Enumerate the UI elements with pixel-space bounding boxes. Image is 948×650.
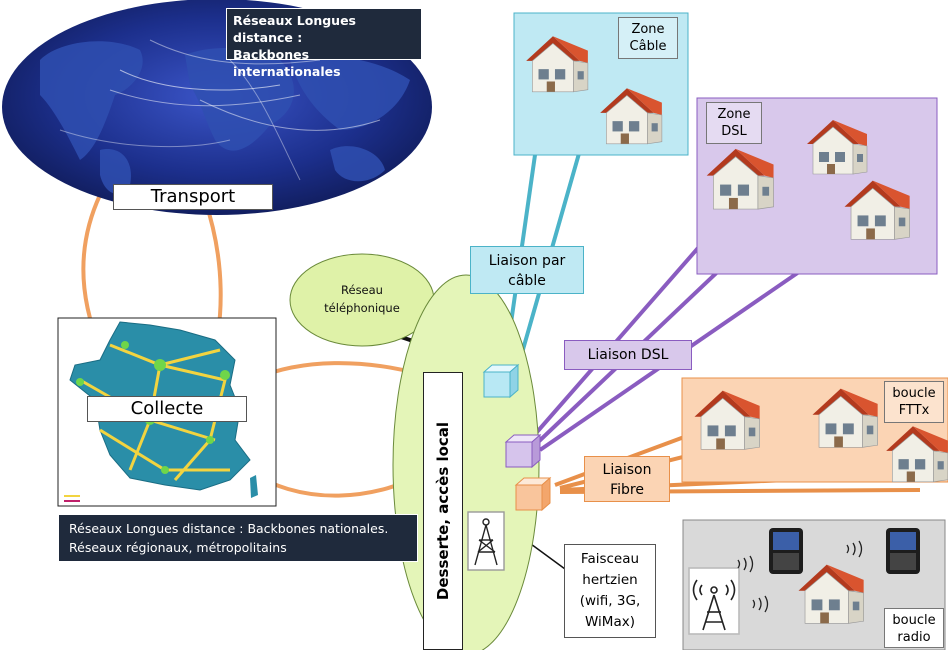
zone-cable-line2: Câble <box>629 39 667 54</box>
transport-label: Transport <box>113 184 273 210</box>
zone-cable-line1: Zone <box>631 22 665 37</box>
transport-banner-line1: Réseaux Longues distance : <box>233 13 356 45</box>
zone-dsl-title: Zone DSL <box>706 102 762 144</box>
collecte-caption-line1: Réseaux Longues distance : Backbones nat… <box>69 521 389 536</box>
zone-radio-line2: radio <box>897 630 931 645</box>
zone-radio-line1: boucle <box>892 613 936 628</box>
phone-network-line1: Réseau <box>341 283 383 297</box>
collecte-caption: Réseaux Longues distance : Backbones nat… <box>58 514 418 562</box>
antenna-icon <box>467 511 505 571</box>
zone-dsl-line2: DSL <box>721 124 747 139</box>
link-cable-label: Liaison par câble <box>470 246 584 294</box>
cube-icon-cable <box>482 363 520 399</box>
transport-banner-line2: Backbones internationales <box>233 47 341 79</box>
antenna-icon-radio <box>688 567 740 635</box>
phone-network-label: Réseau téléphonique <box>310 281 414 317</box>
link-hertzien-label: Faisceau hertzien (wifi, 3G, WiMax) <box>564 544 656 638</box>
link-cable-line1: Liaison par <box>488 253 566 269</box>
cube-icon-fibre <box>514 476 552 512</box>
signal-waves-icon <box>737 540 863 613</box>
smartphone-icon-1 <box>769 528 803 574</box>
collecte-caption-line2: Réseaux régionaux, métropolitains <box>69 540 287 555</box>
smartphone-icon-2 <box>886 528 920 574</box>
link-hertzien-line3: (wifi, 3G, <box>579 593 641 609</box>
link-fibre-line2: Fibre <box>610 482 644 498</box>
link-fibre-label: Liaison Fibre <box>584 456 670 502</box>
link-fibre-line1: Liaison <box>602 462 652 478</box>
zone-fttx-line1: boucle <box>892 386 936 401</box>
desserte-label: Desserte, accès local <box>434 421 452 601</box>
zone-fttx-line2: FTTx <box>898 403 930 418</box>
zone-dsl-line1: Zone <box>717 107 751 122</box>
link-hertzien-line4: WiMax) <box>585 614 635 630</box>
zone-cable-title: Zone Câble <box>618 17 678 59</box>
zone-radio-title: boucle radio <box>884 608 944 648</box>
transport-banner: Réseaux Longues distance : Backbones int… <box>226 8 422 79</box>
link-hertzien-line1: Faisceau <box>580 551 640 567</box>
desserte-label-box: Desserte, accès local <box>423 372 463 650</box>
zone-fttx-title: boucle FTTx <box>884 381 944 423</box>
link-cable-line2: câble <box>508 273 546 289</box>
collecte-label: Collecte <box>87 396 247 422</box>
phone-network-line2: téléphonique <box>324 301 400 315</box>
link-hertzien-line2: hertzien <box>582 572 638 588</box>
cube-icon-dsl <box>504 433 542 469</box>
link-dsl-label: Liaison DSL <box>564 340 692 370</box>
